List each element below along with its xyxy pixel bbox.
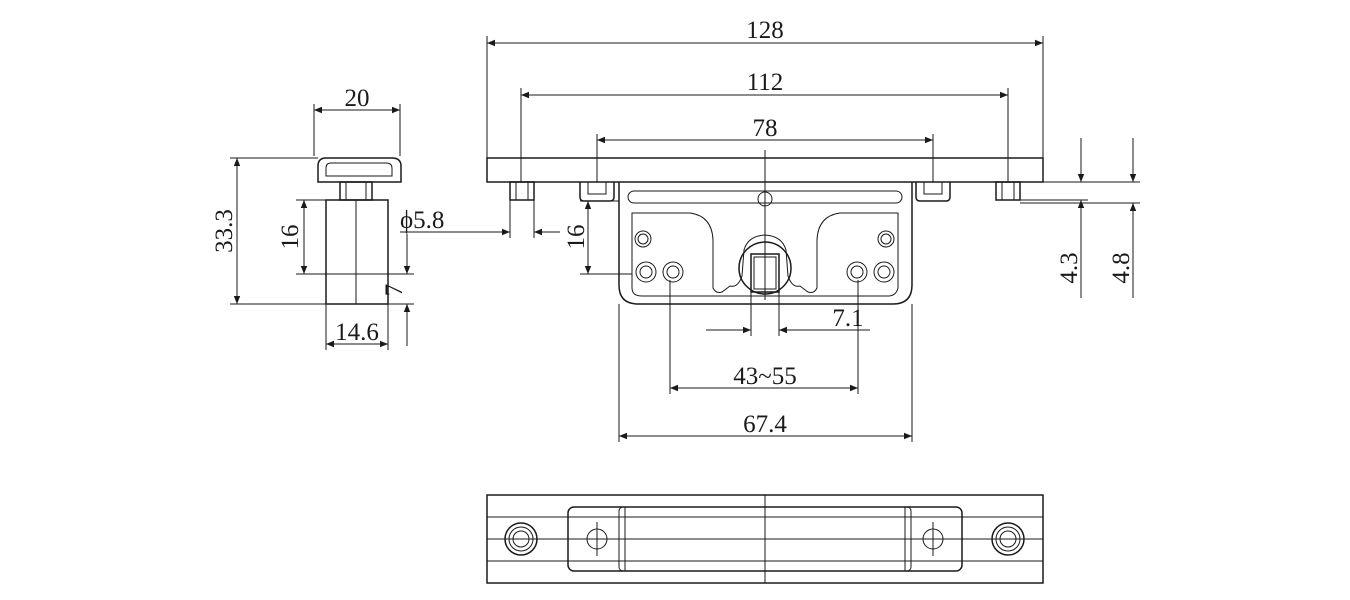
dim-20: 20 (345, 85, 370, 112)
side-view (317, 157, 402, 305)
dim-128: 128 (746, 17, 784, 44)
front-dim-lines (400, 36, 1140, 442)
dim-7-1: 7.1 (832, 305, 863, 332)
dim-14-6: 14.6 (335, 319, 379, 346)
dim-43-55: 43~55 (733, 363, 797, 390)
dim-78: 78 (753, 115, 778, 142)
dim-7: 7 (381, 284, 408, 297)
dim-4-8: 4.8 (1108, 252, 1135, 283)
dim-pin-diameter: ϕ5.8 (400, 207, 444, 234)
dim-16-side: 16 (277, 225, 304, 250)
side-dim-lines (230, 104, 414, 350)
bottom-view (486, 494, 1044, 584)
dim-16-front: 16 (563, 225, 590, 250)
dim-112: 112 (747, 69, 784, 96)
dimension-labels: 128 112 78 20 33.3 16 7 14.6 ϕ5.8 16 4.3… (211, 17, 1135, 438)
dim-67-4: 67.4 (743, 411, 787, 438)
dim-4-3: 4.3 (1056, 252, 1083, 283)
dim-33-3: 33.3 (211, 209, 238, 253)
